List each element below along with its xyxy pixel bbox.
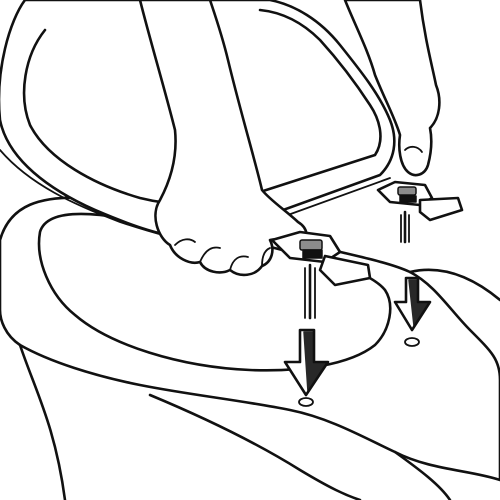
left-arm-hand	[138, 0, 308, 277]
bolt-left	[304, 263, 316, 320]
bolt-right	[400, 210, 410, 244]
arrow-down-right-icon	[393, 276, 432, 332]
hinge-right	[376, 180, 464, 222]
bolt-hole-left	[298, 397, 314, 407]
bolt-hole-right	[404, 337, 420, 347]
arrow-down-left-icon	[283, 328, 330, 397]
right-arm-hand	[343, 0, 441, 177]
hinge-left	[270, 230, 372, 287]
